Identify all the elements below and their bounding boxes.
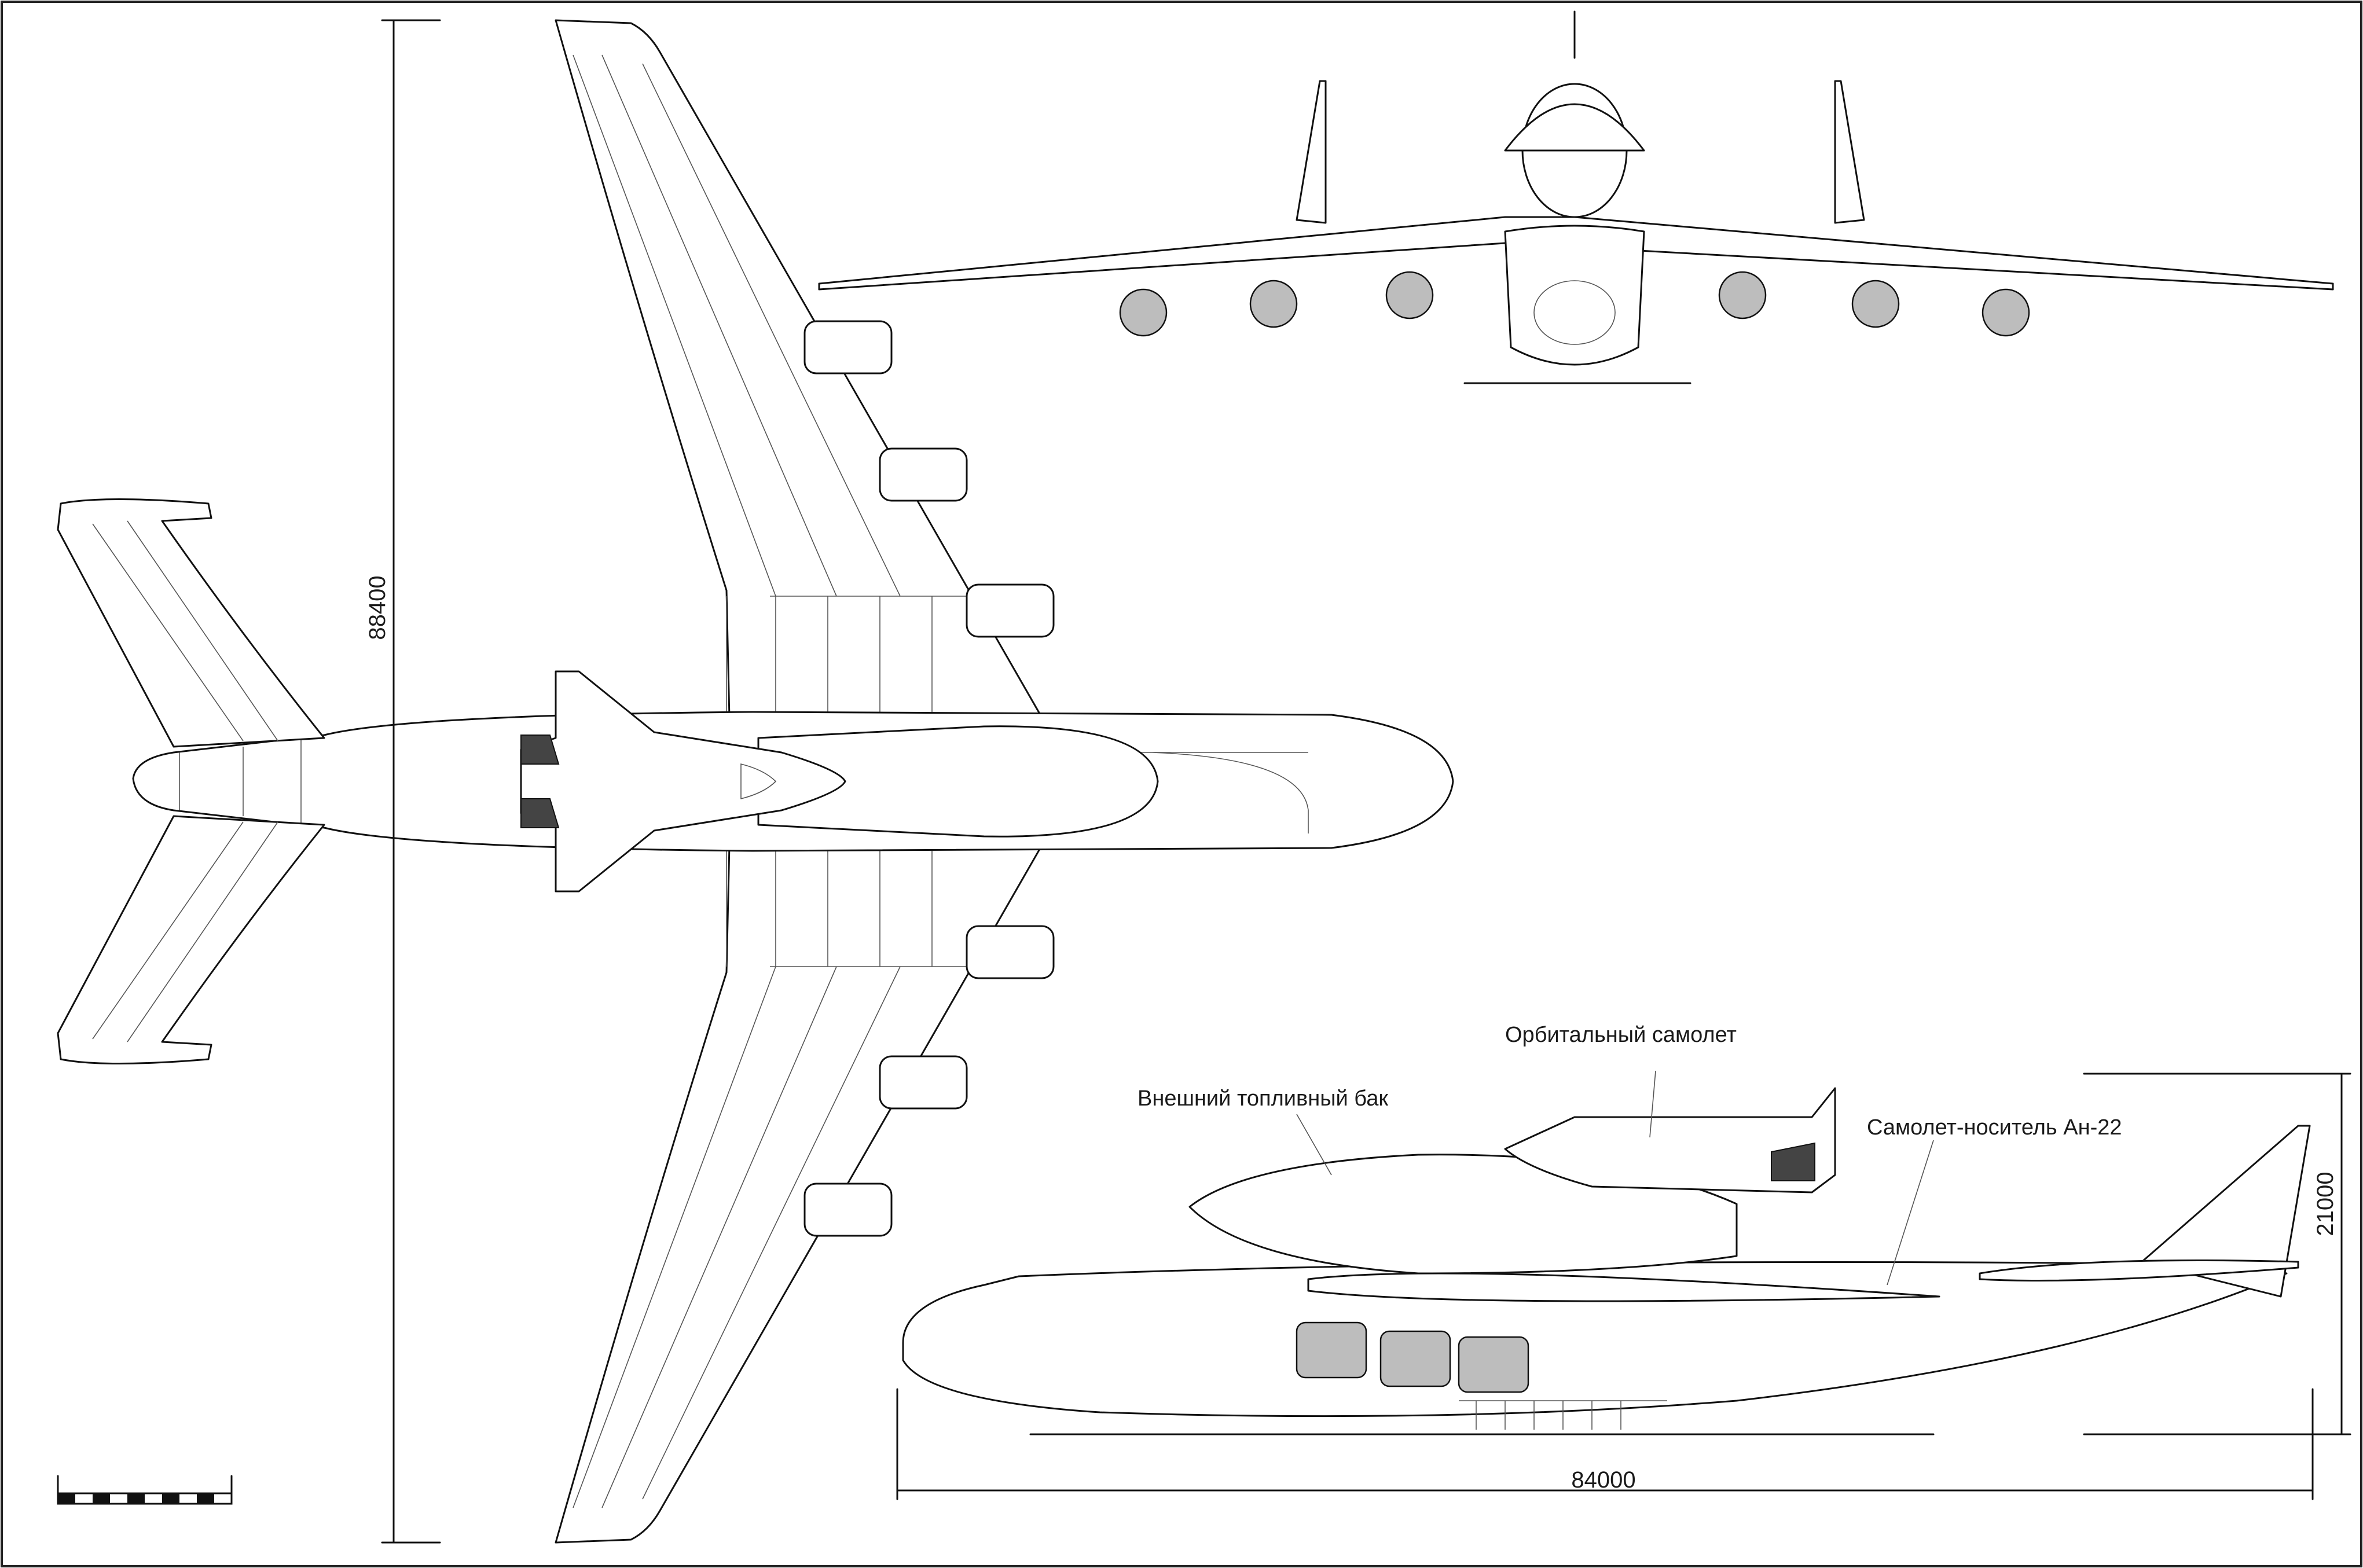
top-view-upper-wing bbox=[555, 19, 1043, 719]
side-view-engine bbox=[1458, 1336, 1529, 1393]
top-view-lower-wing-panels bbox=[573, 845, 984, 1508]
height-dimension: 21000 bbox=[2313, 1172, 2338, 1236]
carrier-label: Самолет-носитель Ан-22 bbox=[1867, 1115, 2122, 1140]
side-view-orbiter-nozzle bbox=[1771, 1142, 1815, 1181]
side-view-horizontal-tail bbox=[1979, 1259, 2299, 1281]
front-view bbox=[818, 10, 2334, 384]
engine-nacelle bbox=[966, 583, 1055, 638]
engine-nacelle bbox=[803, 320, 893, 374]
height-dimension-line bbox=[2083, 1073, 2351, 1435]
side-view-fuselage bbox=[902, 1261, 2288, 1418]
top-view-upper-wing-panels bbox=[573, 54, 984, 718]
front-view-left-fin bbox=[1296, 80, 1327, 224]
side-view-orbiter bbox=[1504, 1087, 1836, 1194]
side-view-vertical-tail bbox=[2141, 1125, 2311, 1298]
side-view: Орбитальный самолет Внешний топливный ба… bbox=[896, 1023, 2351, 1500]
top-view-tail-panels bbox=[92, 520, 278, 1042]
top-view-lower-wing bbox=[555, 844, 1043, 1544]
top-view-external-tank bbox=[757, 725, 1159, 838]
side-view-landing-gear bbox=[1459, 1400, 1667, 1430]
top-view-orbiter bbox=[520, 670, 846, 893]
top-view-fuselage-panels bbox=[179, 738, 1309, 833]
side-view-engine bbox=[1296, 1321, 1367, 1379]
callout-leaders bbox=[1296, 1070, 1934, 1286]
engine-intake bbox=[1119, 288, 1168, 337]
engine-nacelle bbox=[879, 1055, 968, 1110]
engine-intake bbox=[1385, 271, 1434, 320]
orbiter-cockpit-top bbox=[740, 763, 777, 800]
length-dimension: 84000 bbox=[1571, 1467, 1635, 1493]
top-view-upper-stabilizer bbox=[57, 498, 325, 748]
engine-intake bbox=[1982, 288, 2030, 337]
engine-nacelle bbox=[879, 447, 968, 502]
top-view: 88400 bbox=[57, 19, 1454, 1544]
wingspan-dimension-line bbox=[381, 19, 441, 1544]
orbiter-engine-nozzles-top bbox=[520, 735, 560, 828]
front-view-fuselage bbox=[1504, 225, 1645, 366]
top-view-engines bbox=[803, 320, 1055, 1237]
front-view-right-fin bbox=[1834, 80, 1865, 224]
front-view-engines bbox=[1119, 271, 2030, 337]
top-view-lower-stabilizer bbox=[57, 815, 325, 1064]
wingspan-dimension: 88400 bbox=[365, 575, 390, 640]
orbiter-label: Орбитальный самолет bbox=[1505, 1023, 1737, 1047]
engine-intake bbox=[1718, 271, 1767, 320]
scale-bar bbox=[57, 1475, 233, 1505]
engine-intake bbox=[1249, 280, 1298, 328]
front-view-orbiter bbox=[1504, 103, 1645, 152]
engine-nacelle bbox=[966, 925, 1055, 979]
length-dimension-line bbox=[896, 1388, 2314, 1500]
front-view-cockpit bbox=[1533, 280, 1616, 345]
engine-intake bbox=[1851, 280, 1900, 328]
engine-nacelle bbox=[803, 1183, 893, 1237]
tank-label: Внешний топливный бак bbox=[1138, 1086, 1388, 1111]
side-view-engine bbox=[1379, 1330, 1451, 1387]
